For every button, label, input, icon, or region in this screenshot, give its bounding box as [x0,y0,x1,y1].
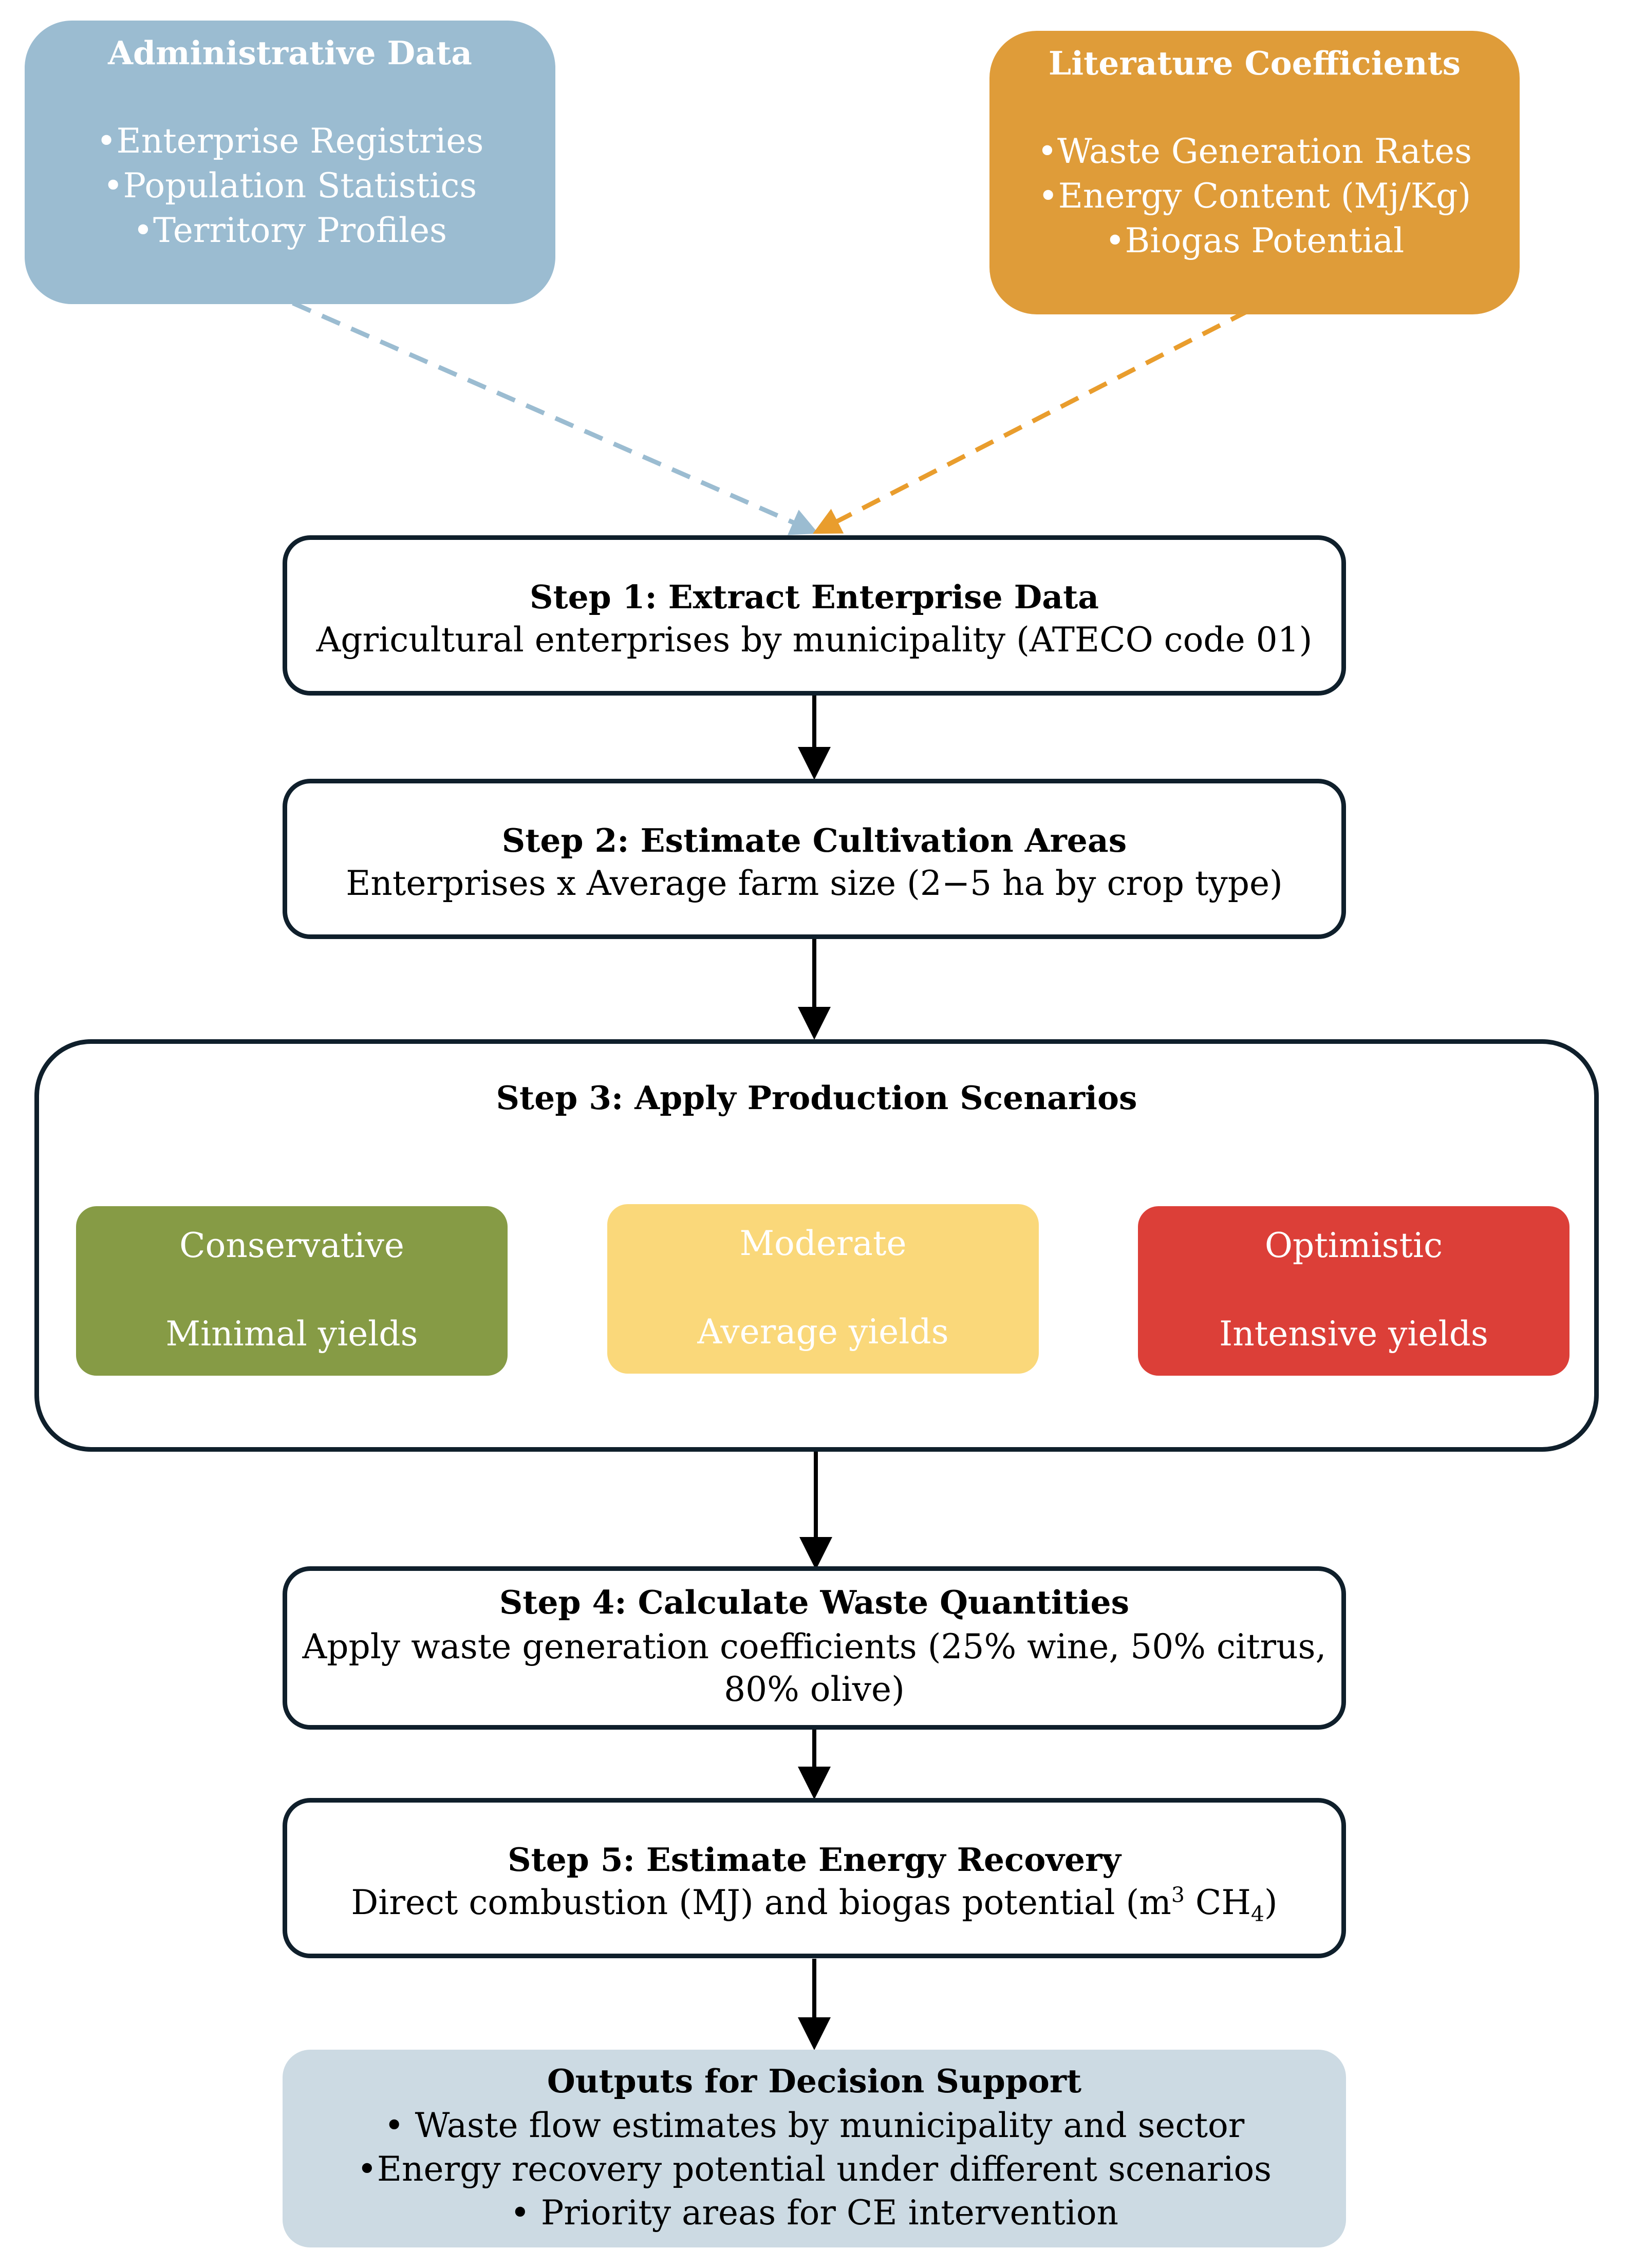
step-5-superscript: 3 [1171,1883,1185,1907]
administrative-item: •Population Statistics [103,166,477,205]
literature-item: •Biogas Potential [1105,221,1405,260]
administrative-item: •Enterprise Registries [96,121,484,161]
step-5-description-text: ) [1264,1883,1278,1922]
step-2-title: Step 2: Estimate Cultivation Areas [501,821,1127,859]
scenario-conservative-box: Conservative Minimal yields [76,1206,508,1376]
scenario-description: Minimal yields [165,1314,418,1354]
step-4-description-line: Apply waste generation coefficients (25%… [302,1627,1326,1666]
literature-item: •Waste Generation Rates [1037,132,1472,171]
literature-to-step1-arrow [812,308,1250,534]
scenario-description: Average yields [697,1312,949,1352]
outputs-item: •Energy recovery potential under differe… [357,2149,1272,2189]
administrative-data-title: Administrative Data [108,34,472,72]
step-1-title: Step 1: Extract Enterprise Data [529,578,1099,616]
step-4-title: Step 4: Calculate Waste Quantities [499,1583,1130,1621]
scenario-name: Optimistic [1264,1226,1443,1265]
step-5-description: Direct combustion (MJ) and biogas potent… [287,1883,1341,1925]
literature-coefficients-box: Literature Coefficients •Waste Generatio… [989,31,1520,314]
step-2-description: Enterprises x Average farm size (2−5 ha … [346,864,1283,903]
administrative-item: •Territory Profiles [133,211,447,250]
step-4-box: Step 4: Calculate Waste Quantities Apply… [283,1566,1346,1730]
outputs-item: • Waste flow estimates by municipality a… [384,2106,1245,2145]
step-3-title: Step 3: Apply Production Scenarios [496,1079,1137,1117]
step-5-title: Step 5: Estimate Energy Recovery [508,1841,1121,1879]
scenario-description: Intensive yields [1219,1314,1488,1354]
step-5-description-text: CH [1184,1883,1251,1922]
scenario-moderate-box: Moderate Average yields [607,1204,1039,1374]
outputs-title: Outputs for Decision Support [547,2062,1082,2100]
step-5-subscript: 4 [1250,1902,1264,1927]
outputs-box: Outputs for Decision Support • Waste flo… [283,2050,1346,2247]
admin-to-step1-arrow [292,301,819,535]
step-1-description: Agricultural enterprises by municipality… [316,620,1313,660]
step-5-box: Step 5: Estimate Energy Recovery Direct … [283,1798,1346,1958]
step-1-box: Step 1: Extract Enterprise Data Agricult… [283,535,1346,696]
scenario-name: Conservative [179,1226,404,1265]
step-2-box: Step 2: Estimate Cultivation Areas Enter… [283,779,1346,939]
step-5-description-text: Direct combustion (MJ) and biogas potent… [351,1883,1171,1922]
literature-item: •Energy Content (Mj/Kg) [1038,176,1471,216]
administrative-data-box: Administrative Data •Enterprise Registri… [25,21,555,304]
literature-coefficients-title: Literature Coefficients [1048,44,1461,82]
scenario-name: Moderate [739,1224,907,1263]
step-4-description-line: 80% olive) [724,1670,905,1709]
scenario-optimistic-box: Optimistic Intensive yields [1138,1206,1569,1376]
outputs-item: • Priority areas for CE intervention [510,2193,1119,2233]
